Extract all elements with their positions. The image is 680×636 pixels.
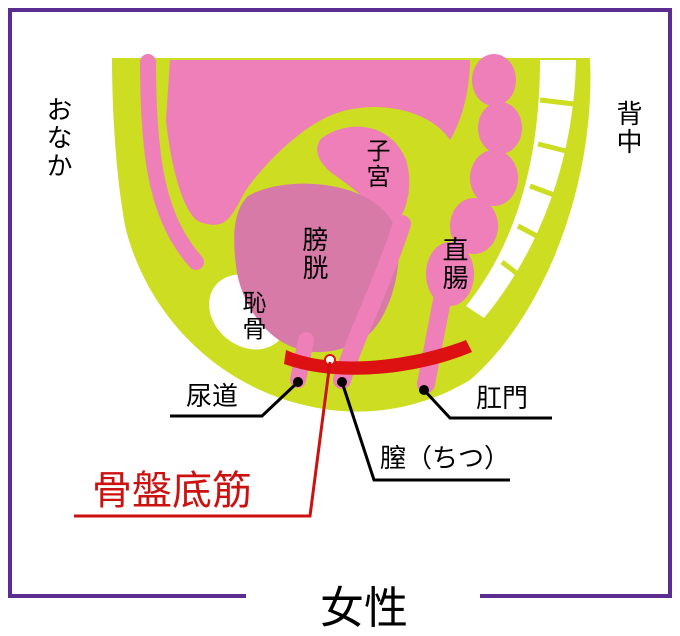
anal-canal: [417, 291, 451, 393]
frame-bottom-right-line: [480, 594, 672, 598]
pubic-bone-label: 恥骨: [238, 290, 266, 342]
urethra-leader: [170, 380, 300, 418]
vagina-label: 膣（ちつ）: [380, 444, 511, 474]
frame-bottom-left-line: [8, 594, 246, 598]
anterior-wall: [140, 54, 204, 270]
abdominal-cavity: [166, 60, 470, 225]
diagram-title: 女性: [320, 583, 408, 634]
rectum-shape: [426, 54, 522, 306]
anus-label: 肛門: [476, 384, 529, 414]
rectum-label: 直腸: [438, 236, 468, 292]
pelvic-floor-label: 骨盤底筋: [92, 468, 252, 514]
belly-label: おなか: [42, 96, 72, 180]
sacrum: [466, 60, 576, 318]
pelvic-floor-leader: [74, 361, 332, 518]
urethra-label: 尿道: [186, 382, 239, 412]
anus-leader: [422, 388, 552, 420]
vagina-leader: [340, 381, 510, 482]
bladder-shape: [234, 183, 399, 353]
pelvic-floor-muscle: [284, 340, 472, 375]
uterus-label: 子宮: [362, 138, 390, 190]
bladder-label: 膀胱: [298, 226, 328, 282]
uterus-shape: [317, 126, 410, 230]
back-label: 背中: [612, 100, 642, 156]
diagram-frame: [8, 8, 672, 594]
sacrum-segments: [500, 97, 575, 284]
